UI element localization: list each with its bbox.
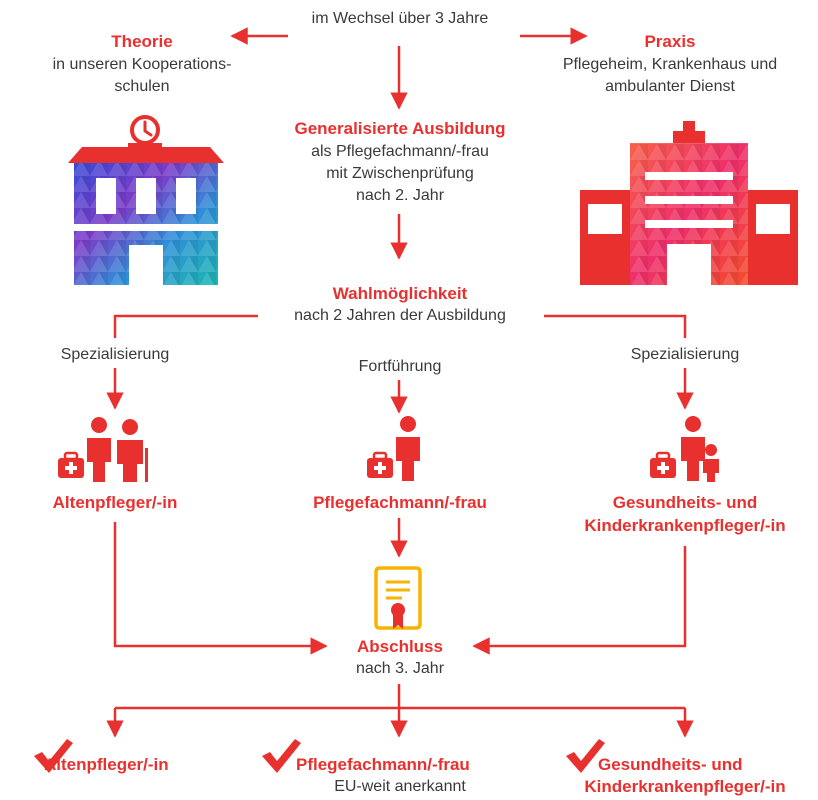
center-line2: mit Zwischenprüfung (326, 165, 474, 182)
school-building-icon (68, 115, 224, 285)
role-right-line1: Gesundheits- und (612, 493, 758, 512)
right-to-final-arrow (472, 546, 687, 655)
choice-right-label: Spezialisierung (630, 346, 740, 363)
check-icon-left (34, 739, 73, 773)
check-icon-right (566, 739, 605, 773)
result-right-line1: Gesundheits- und (598, 755, 743, 774)
practice-title: Praxis (644, 32, 696, 51)
branch-left-line (113, 314, 258, 338)
result-mid: Pflegefachmann/-frau (296, 755, 470, 774)
theory-line1: in unseren Kooperations- (52, 56, 232, 73)
nurse-icon (367, 416, 420, 481)
practice-line2: ambulanter Dienst (605, 78, 735, 95)
final-subtitle: nach 3. Jahr (355, 660, 445, 677)
theory-title: Theorie (111, 32, 173, 51)
center-line3: nach 2. Jahr (355, 187, 445, 204)
theory-line2: schulen (114, 78, 170, 95)
final-title: Abschluss (357, 637, 443, 656)
branch-right-line (544, 314, 687, 338)
choice-mid-label: Fortführung (358, 358, 442, 375)
role-left: Altenpfleger/-in (52, 493, 178, 512)
result-mid-note: EU-weit anerkannt (334, 778, 466, 795)
choice-left-label: Spezialisierung (60, 346, 170, 363)
hospital-building-icon (580, 121, 798, 285)
result-right-line2: Kinderkrankenpfleger/-in (584, 777, 786, 796)
certificate-icon (374, 566, 422, 630)
child-care-icon (650, 416, 719, 482)
check-icon-mid (262, 739, 301, 773)
elderly-care-icon (58, 417, 148, 482)
result-left: Altenpfleger/-in (44, 755, 169, 774)
practice-line1: Pflegeheim, Krankenhaus und (562, 56, 778, 73)
center-title: Generalisierte Ausbildung (294, 119, 506, 138)
choice-title: Wahlmöglichkeit (332, 284, 468, 303)
center-line1: als Pflegefachmann/-frau (311, 143, 489, 160)
left-to-final-arrow (113, 522, 328, 655)
choice-subtitle: nach 2 Jahren der Ausbildung (294, 307, 506, 324)
role-mid: Pflegefachmann/-frau (313, 493, 487, 512)
role-right-line2: Kinderkrankenpfleger/-in (584, 516, 786, 535)
cycle-label: im Wechsel über 3 Jahre (311, 10, 489, 27)
